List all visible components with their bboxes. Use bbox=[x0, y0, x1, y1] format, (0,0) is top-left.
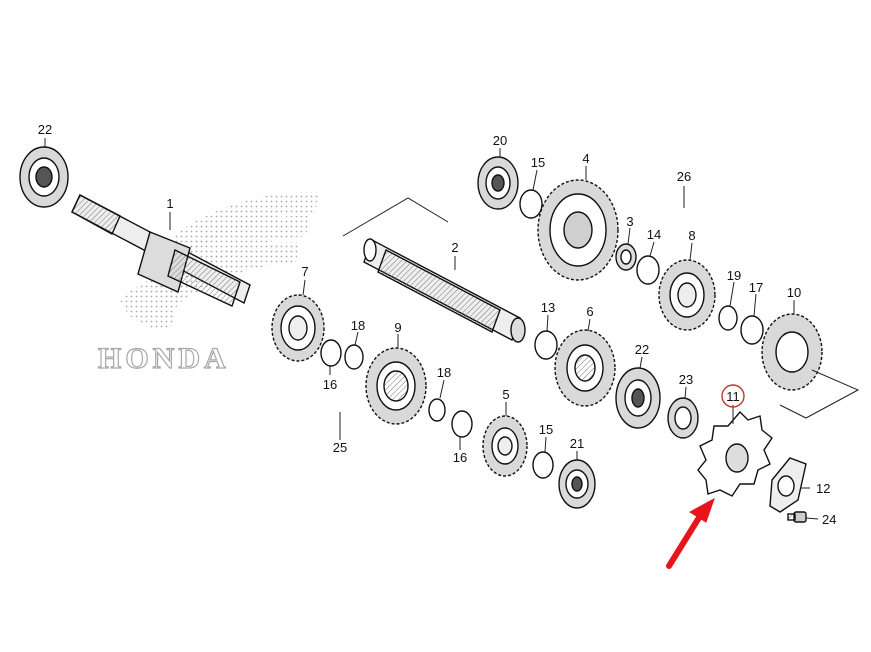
callout-15b: 15 bbox=[539, 422, 553, 437]
callout-13: 13 bbox=[541, 300, 555, 315]
callout-22b: 22 bbox=[635, 342, 649, 357]
callout-17: 17 bbox=[749, 280, 763, 295]
callout-18b: 18 bbox=[437, 365, 451, 380]
callout-3: 3 bbox=[626, 214, 633, 229]
highlight-circle bbox=[721, 384, 745, 408]
main-shaft-1 bbox=[71, 194, 251, 307]
circlip-19 bbox=[718, 305, 738, 331]
washer-16-b bbox=[451, 410, 473, 438]
gear-6 bbox=[554, 329, 616, 407]
bearing-20 bbox=[477, 156, 519, 210]
circlip-18-a bbox=[344, 344, 364, 370]
callout-14: 14 bbox=[647, 227, 661, 242]
callout-15a: 15 bbox=[531, 155, 545, 170]
callout-5: 5 bbox=[502, 387, 509, 402]
callout-6: 6 bbox=[586, 304, 593, 319]
callout-7: 7 bbox=[301, 264, 308, 279]
oil-seal-23 bbox=[667, 397, 699, 439]
gear-9 bbox=[365, 347, 427, 425]
callout-21: 21 bbox=[570, 436, 584, 451]
watermark-text: HONDA bbox=[98, 342, 230, 375]
callout-16b: 16 bbox=[453, 450, 467, 465]
washer-17 bbox=[740, 315, 764, 345]
callout-12: 12 bbox=[816, 481, 830, 496]
callout-22a: 22 bbox=[38, 122, 52, 137]
callout-10: 10 bbox=[787, 285, 801, 300]
callout-1: 1 bbox=[166, 196, 173, 211]
callout-25: 25 bbox=[333, 440, 347, 455]
washer-13 bbox=[534, 330, 558, 360]
callout-20: 20 bbox=[493, 133, 507, 148]
red-arrow-icon bbox=[666, 497, 715, 569]
gear-8 bbox=[658, 259, 716, 331]
callout-18a: 18 bbox=[351, 318, 365, 333]
circlip-18-b bbox=[428, 398, 446, 422]
highlight-part-11 bbox=[666, 384, 745, 569]
leader-lines bbox=[44, 138, 819, 520]
bearing-22-left bbox=[19, 146, 69, 208]
callout-8: 8 bbox=[688, 228, 695, 243]
washer-14 bbox=[636, 255, 660, 285]
callout-23: 23 bbox=[679, 372, 693, 387]
gear-10 bbox=[761, 313, 860, 419]
callout-labels: 22 1 7 18 16 9 25 18 16 2 20 15 4 3 14 2… bbox=[38, 122, 837, 527]
callout-4: 4 bbox=[582, 151, 589, 166]
gear-4 bbox=[537, 179, 619, 281]
countershaft-2 bbox=[342, 197, 526, 343]
callout-2: 2 bbox=[451, 240, 458, 255]
callout-16a: 16 bbox=[323, 377, 337, 392]
bearing-21 bbox=[558, 459, 596, 509]
washer-15-b bbox=[532, 451, 554, 479]
lock-plate-12 bbox=[769, 457, 807, 513]
gear-5 bbox=[482, 415, 528, 477]
callout-26: 26 bbox=[677, 169, 691, 184]
callout-19: 19 bbox=[727, 268, 741, 283]
bearing-22-right bbox=[615, 367, 661, 429]
gear-7 bbox=[271, 294, 325, 362]
drive-sprocket-11 bbox=[697, 410, 773, 497]
callout-11: 11 bbox=[726, 389, 740, 404]
callout-24: 24 bbox=[822, 512, 836, 527]
bushing-3 bbox=[615, 243, 637, 271]
washer-15-a bbox=[519, 189, 543, 219]
washer-16-a bbox=[320, 339, 342, 367]
bolt-24 bbox=[787, 511, 807, 523]
callout-9: 9 bbox=[394, 320, 401, 335]
